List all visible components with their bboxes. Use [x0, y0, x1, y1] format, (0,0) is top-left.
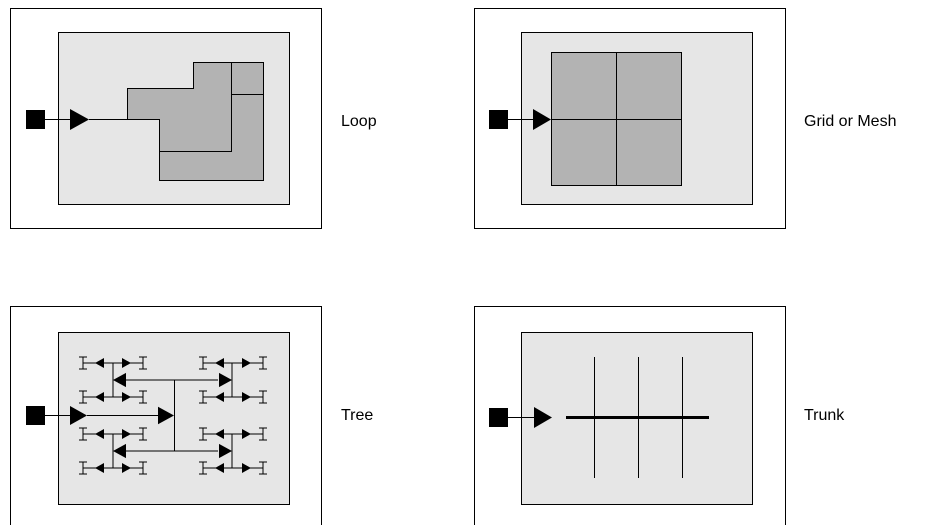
tree-panel: Tree	[10, 306, 373, 525]
tree-leaf-arrow-left	[215, 463, 224, 473]
trunk-clock-source	[489, 408, 508, 427]
tree-leaf-arrow-left	[95, 358, 104, 368]
tree-leaf-arrow-right	[122, 463, 131, 473]
loop-inner-ring	[159, 62, 232, 152]
tree-driver-triangle	[70, 406, 87, 425]
trunk-outer-frame	[474, 306, 786, 525]
tree-root-arrow	[158, 406, 174, 425]
h-tree-network	[79, 356, 267, 475]
tree-leaf-arrow-right	[122, 392, 131, 402]
tree-leaf-arrow-right	[242, 392, 251, 402]
trunk-label: Trunk	[804, 407, 845, 424]
tree-leaf-arrow-left	[215, 392, 224, 402]
loop-clock-source	[26, 110, 45, 129]
loop-label: Loop	[341, 113, 377, 130]
trunk-panel: Trunk	[474, 306, 845, 525]
loop-driver-triangle	[70, 109, 89, 130]
tree-leaf-arrow-left	[215, 429, 224, 439]
tree-leaf-arrow-left	[95, 429, 104, 439]
tree-label: Tree	[341, 407, 373, 424]
tree-leaf-arrow-right	[242, 358, 251, 368]
tree-leaf-arrow-left	[95, 392, 104, 402]
tree-leaf-arrow-right	[242, 463, 251, 473]
tree-leaf-arrow-right	[122, 429, 131, 439]
tree-leaf-arrow-left	[95, 463, 104, 473]
tree-clock-source	[26, 406, 45, 425]
loop-panel: Loop	[10, 8, 377, 229]
tree-level1-arrow-left	[113, 372, 126, 388]
tree-leaf-arrow-left	[215, 358, 224, 368]
tree-outer-frame	[10, 306, 322, 525]
tree-level1-arrow-right	[219, 372, 232, 388]
tree-leaf-arrow-right	[122, 358, 131, 368]
grid-panel: Grid or Mesh	[474, 8, 896, 229]
tree-level1-arrow-right	[219, 443, 232, 459]
grid-driver-triangle	[533, 109, 551, 130]
tree-leaf-arrow-right	[242, 429, 251, 439]
grid-clock-source	[489, 110, 508, 129]
trunk-driver-triangle	[534, 407, 552, 428]
grid-label: Grid or Mesh	[804, 113, 896, 130]
tree-level1-arrow-left	[113, 443, 126, 459]
